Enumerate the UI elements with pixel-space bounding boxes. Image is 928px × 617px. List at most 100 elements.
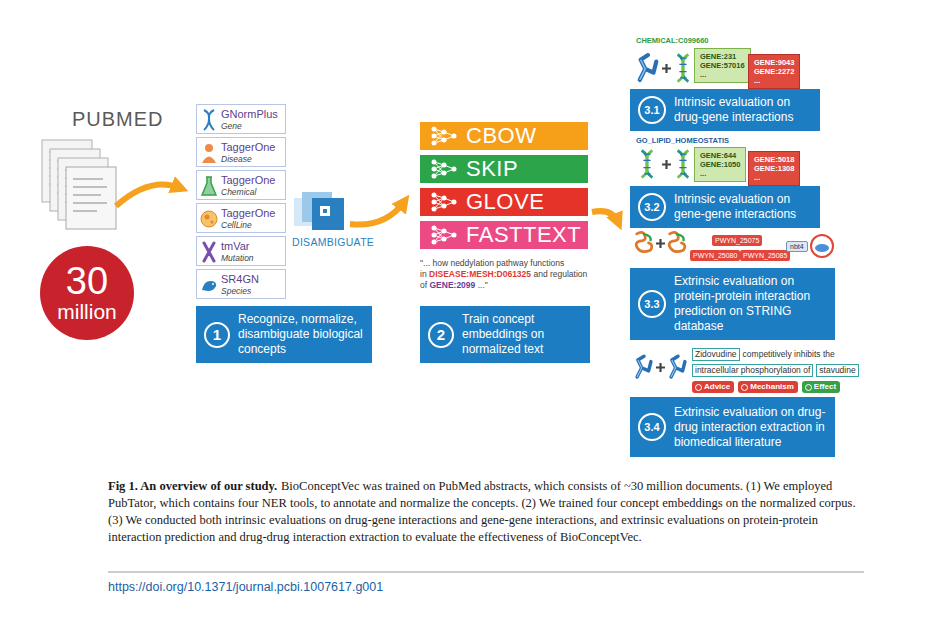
model-name: FASTTEXT — [466, 222, 581, 248]
plus-sign — [656, 239, 665, 248]
document-stack — [42, 140, 116, 229]
gene-id: ... — [754, 76, 794, 85]
protein-icon — [669, 232, 685, 251]
gene-id: ... — [700, 70, 745, 79]
step-box: 2Train concept embeddings on normalized … — [420, 306, 590, 363]
step-number: 1 — [204, 322, 230, 348]
step-number: 3.4 — [638, 413, 666, 441]
step-box: 3.1 Intrinsic evaluation on drug-gene int… — [630, 89, 820, 131]
figure-caption: Fig 1. An overview of our study.BioConce… — [108, 478, 864, 546]
gene-id: GENE:231 — [700, 52, 745, 61]
gene-id: GENE:2272 — [754, 67, 794, 76]
step-text: Intrinsic evaluation on drug-gene intera… — [674, 95, 812, 125]
protein-id: PWYN_25080 — [693, 251, 737, 260]
concept-type: Mutation — [221, 253, 283, 263]
positive-gene-note: GENE:644GENE:1050... — [694, 147, 746, 182]
concept-type: Gene — [221, 121, 283, 131]
drug-icon — [671, 356, 685, 377]
chemical-icon — [200, 175, 218, 197]
model-name: CBOW — [466, 123, 536, 149]
negative-gene-note: GENE:5018GENE:1308... — [748, 151, 800, 186]
flow-arrow — [350, 202, 404, 225]
gene-id: GENE:57016 — [700, 61, 745, 70]
protein-tag: PWYN_25080 — [690, 250, 740, 261]
plus-sign — [662, 64, 671, 73]
entity-highlight: Zidovudine — [692, 348, 740, 361]
disease-icon — [200, 142, 218, 164]
relation-name: Mechanism — [750, 382, 794, 392]
tool-name: SR4GN — [221, 273, 283, 286]
doi-link: https://doi.org/10.1371/journal.pcbi.100… — [108, 580, 383, 594]
model-name: GLOVE — [466, 189, 544, 215]
count-circle: 30million — [40, 246, 134, 340]
model-band: GLOVE — [420, 188, 588, 216]
protein-tag: PWYN_25075 — [712, 235, 762, 246]
step-text: Intrinsic evaluation on gene-gene intera… — [674, 192, 812, 222]
quote-fragment: ..." — [478, 280, 488, 290]
gene-id: GENE:1050 — [700, 160, 740, 169]
gene-id: GENE:9043 — [754, 58, 794, 67]
step-box: 1 Recognize, normalize, disambiguate biol… — [196, 306, 372, 363]
tool-name: tmVar — [221, 240, 283, 253]
tool-name: GNormPlus — [221, 108, 283, 121]
step-number: 3.2 — [638, 193, 666, 221]
step-box: 3.3 Extrinsic evaluation on protein-prote… — [630, 268, 835, 340]
network-icon — [430, 191, 458, 213]
entity-text: Zidovudine — [695, 349, 737, 360]
relation-name: Advice — [704, 382, 730, 392]
dna-icon — [678, 151, 689, 178]
network-icon — [430, 158, 458, 180]
gene-concept: GENE:2099 — [429, 280, 475, 290]
entity-highlight: stavudine — [816, 364, 858, 377]
relation-tag: Effect — [802, 381, 840, 393]
dna-icon — [642, 151, 653, 178]
gene-id: ... — [754, 173, 794, 182]
gene-icon — [200, 109, 218, 131]
gene-id: GENE:1308 — [754, 164, 794, 173]
ner-tool-box: SR4GNSpecies — [196, 269, 286, 299]
entity-text: stavudine — [819, 365, 855, 376]
ner-tool-box: tmVarMutation — [196, 236, 286, 266]
entity-highlight: intracellular phosphorylation of — [692, 364, 813, 377]
relation-tag: Advice — [692, 381, 734, 393]
flow-arrow — [592, 211, 618, 222]
count-number: 30 — [66, 262, 108, 300]
drug-icon — [640, 55, 657, 80]
negative-gene-note: GENE:9043GENE:2272... — [748, 54, 800, 89]
network-icon — [430, 224, 458, 246]
tool-name: TaggerOne — [221, 207, 283, 220]
cell-icon — [200, 208, 218, 230]
concept-type: Chemical — [221, 187, 283, 197]
species-icon — [200, 274, 218, 296]
source-name: PUBMED — [72, 108, 164, 131]
step-box: 3.2 Intrinsic evaluation on gene-gene int… — [630, 186, 820, 228]
concept-type: Species — [221, 286, 283, 296]
database-dish — [811, 235, 833, 257]
mutation-icon — [200, 241, 218, 263]
entity-text: intracellular phosphorylation of — [695, 365, 810, 376]
tool-name: TaggerOne — [221, 174, 283, 187]
count-unit: million — [57, 300, 117, 324]
protein-tag: nbt4 — [786, 241, 808, 252]
protein-icon — [636, 232, 652, 251]
dna-icon — [678, 55, 689, 82]
gene-id: GENE:644 — [700, 151, 740, 160]
plus-sign — [662, 160, 671, 169]
disambiguate-icon — [294, 192, 344, 230]
step-text: Extrinsic evaluation on drug-drug intera… — [674, 405, 827, 450]
concept-type: Disease — [221, 154, 283, 164]
step-text: Extrinsic evaluation on protein-protein … — [674, 274, 827, 334]
protein-tag: PWYN_25085 — [740, 250, 790, 261]
step-number: 3.1 — [638, 96, 666, 124]
flow-arrow — [116, 185, 180, 206]
step-number: 3.3 — [638, 290, 666, 318]
step-text: Recognize, normalize, disambiguate biolo… — [238, 312, 364, 357]
step-box: 3.4 Extrinsic evaluation on drug-drug int… — [630, 397, 835, 457]
concept-type: CellLine — [221, 220, 283, 230]
model-band: FASTTEXT — [420, 221, 588, 249]
step-number: 2 — [428, 322, 454, 348]
drug-icon — [637, 356, 651, 377]
protein-id: PWYN_25085 — [743, 251, 787, 260]
model-name: SKIP — [466, 156, 518, 182]
